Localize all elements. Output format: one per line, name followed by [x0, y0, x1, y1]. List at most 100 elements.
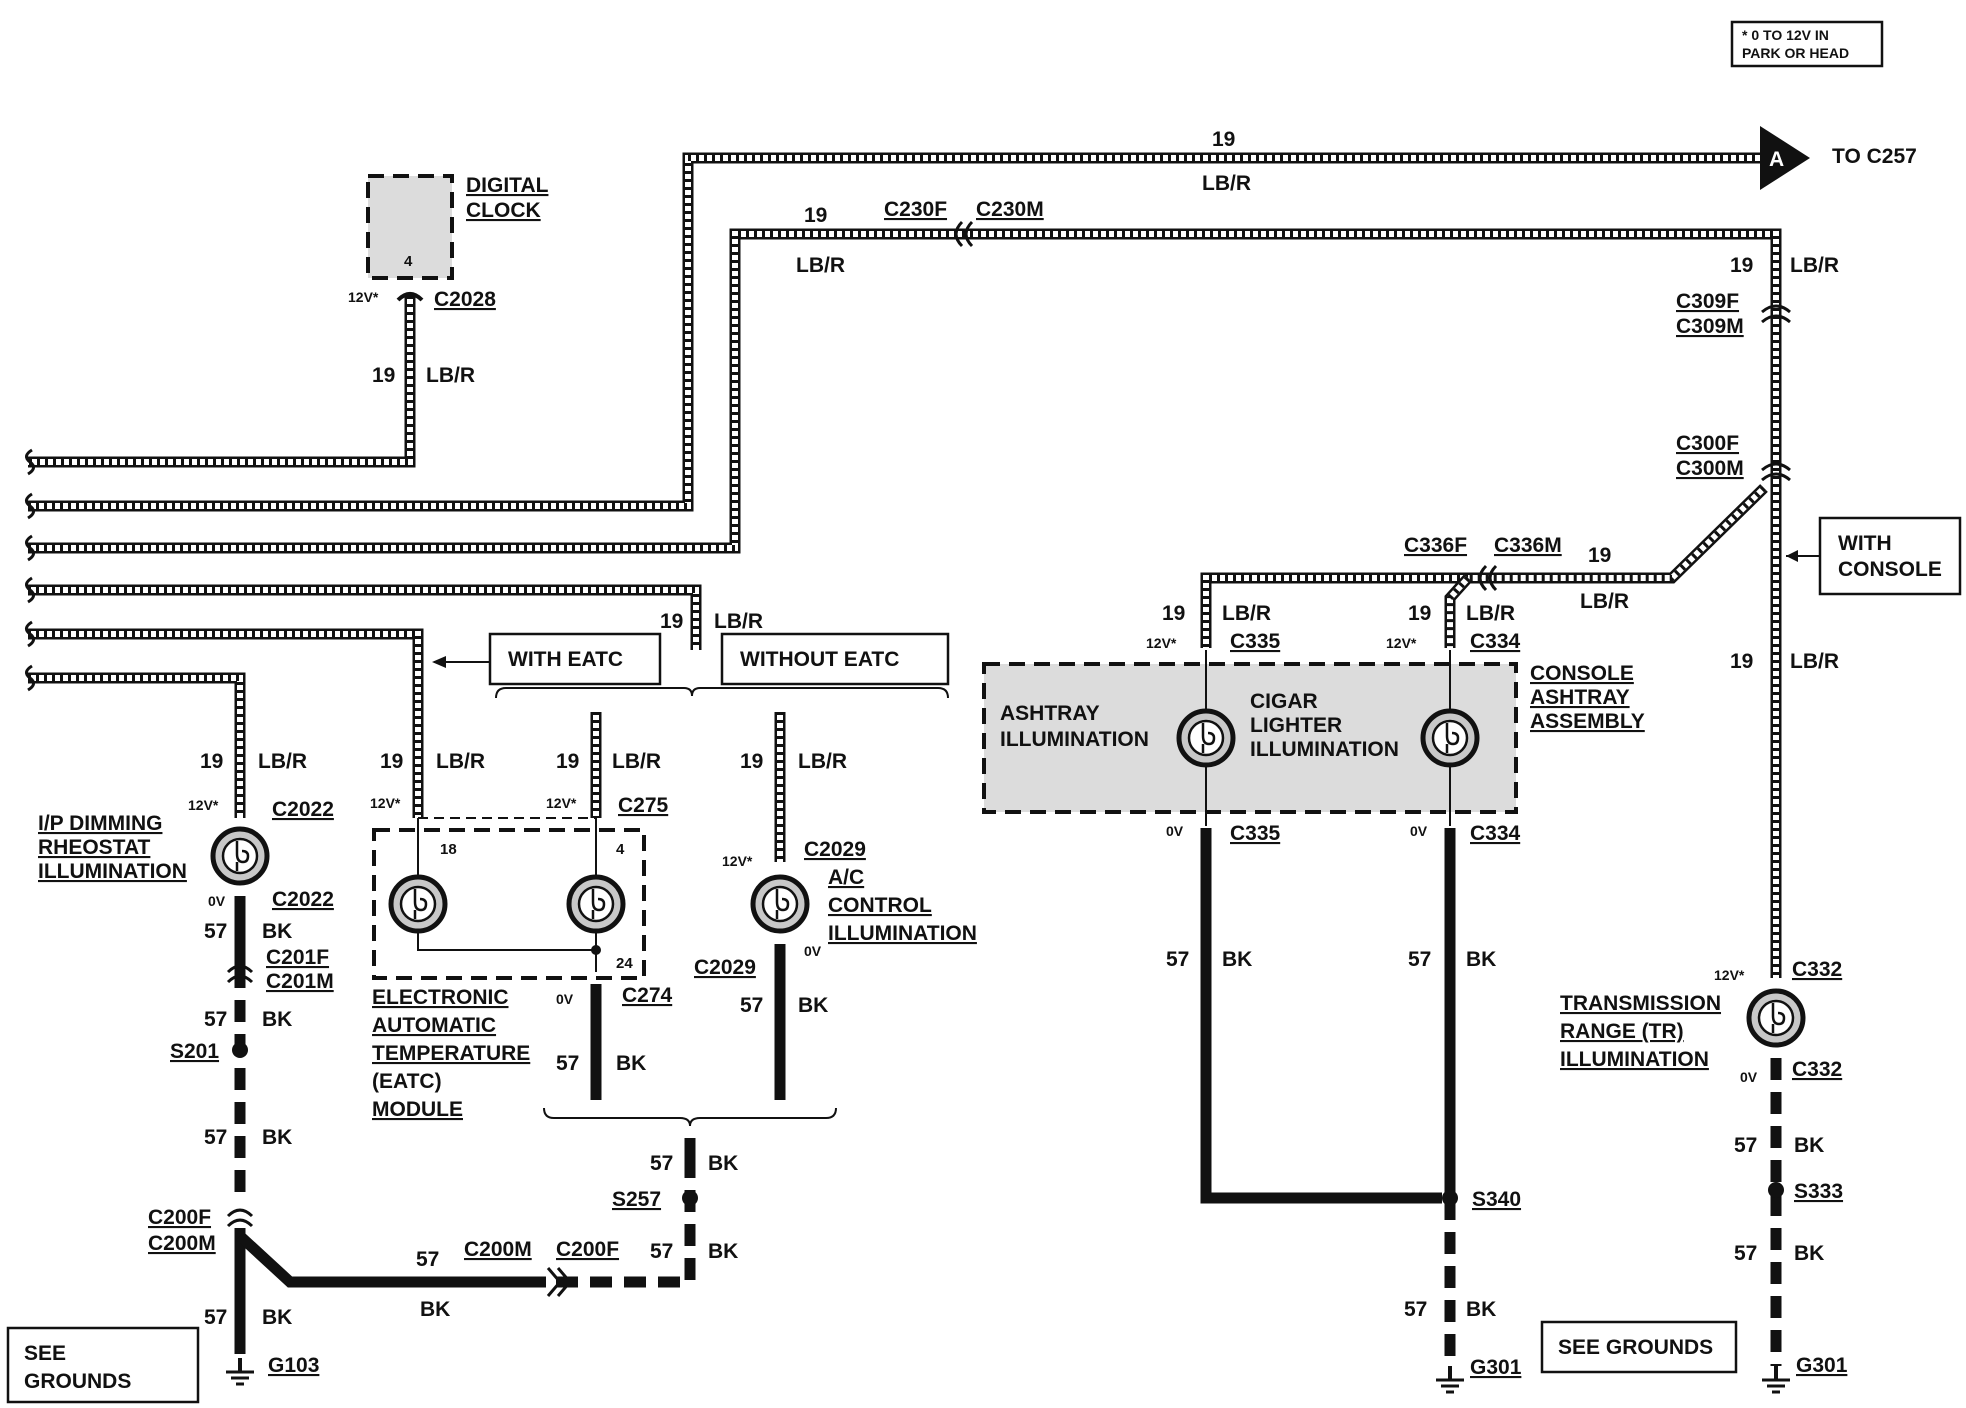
cigar-gnd-circuit: 57 [1408, 948, 1431, 971]
c230-wire-circuit: 19 [804, 204, 827, 227]
connector-c336m: C336M [1494, 534, 1562, 557]
connector-c2028: C2028 [434, 288, 496, 311]
ip-dimming-bulb [213, 829, 267, 883]
console-ashtray-assembly: CONSOLE ASHTRAY ASSEMBLY ASHTRAY ILLUMIN… [982, 650, 1645, 826]
ac-label-1: A/C [828, 866, 864, 889]
eatc-module: 18 4 24 ELECTRONIC AUTOMATIC TEMPERATURE… [372, 817, 646, 1121]
tr-bulb [1749, 991, 1803, 1045]
c334-wire-circuit: 19 [1408, 602, 1431, 625]
eatc18-voltage: 12V* [370, 795, 401, 811]
ip-label-2: RHEOSTAT [38, 836, 151, 859]
see-grounds-left-2: GROUNDS [24, 1370, 131, 1393]
clock-voltage: 12V* [348, 289, 379, 305]
wire-ends-left [25, 448, 35, 692]
ip-gnd-circuit-3: 57 [204, 1126, 227, 1149]
connector-c300m: C300M [1676, 457, 1744, 480]
splice-s201: S201 [170, 1040, 219, 1063]
see-grounds-right-box: SEE GROUNDS [1540, 1320, 1738, 1374]
tr-label-2: RANGE (TR) [1560, 1020, 1684, 1043]
connector-c275: C275 [618, 794, 669, 817]
note-box: * 0 TO 12V IN PARK OR HEAD [1730, 20, 1884, 68]
clock-pin: 4 [404, 253, 413, 270]
c336-wire-circuit: 19 [1588, 544, 1611, 567]
connector-c230f: C230F [884, 198, 947, 221]
eatc-gnd-color: BK [616, 1052, 646, 1075]
connector-c309f: C309F [1676, 290, 1739, 313]
connector-c332-top: C332 [1792, 958, 1842, 981]
tr-label-1: TRANSMISSION [1560, 992, 1721, 1015]
ac-gnd-color: BK [798, 994, 828, 1017]
connector-c230m: C230M [976, 198, 1044, 221]
ip-dimming-rheostat: I/P DIMMING RHEOSTAT ILLUMINATION 19 LB/… [38, 750, 334, 911]
ip-voltage-top: 12V* [188, 797, 219, 813]
c200-wire [236, 1231, 546, 1288]
eatc-option-boxes: WITH EATC WITHOUT EATC [432, 632, 950, 699]
ashtray-ground-wire [1200, 828, 1442, 1204]
c335-voltage: 12V* [1146, 635, 1177, 651]
ac-voltage-bottom: 0V [804, 943, 822, 959]
lbr-wire-network [28, 152, 1782, 978]
eatc-pin-18: 18 [440, 841, 457, 858]
connector-c201m: C201M [266, 970, 334, 993]
connector-c200f-mid: C200F [556, 1238, 619, 1261]
cigar-label-2: LIGHTER [1250, 714, 1342, 737]
clock-wire-color: LB/R [426, 364, 475, 387]
see-grounds-right: SEE GROUNDS [1558, 1336, 1713, 1359]
eatc-wire-circuit: 19 [660, 610, 683, 633]
c332-voltage-top: 12V* [1714, 967, 1745, 983]
s340-gnd-circuit: 57 [1404, 1298, 1427, 1321]
cigar-bulb [1423, 711, 1477, 765]
ip-wire-circuit: 19 [200, 750, 223, 773]
see-grounds-left-1: SEE [24, 1342, 66, 1365]
clock-label-1: DIGITAL [466, 174, 549, 197]
ip-label-3: ILLUMINATION [38, 860, 187, 883]
eatc-bulb-2 [569, 877, 623, 931]
wire-to-eatc-18 [28, 628, 424, 818]
ip-gnd-circuit-2: 57 [204, 1008, 227, 1031]
c275-voltage: 12V* [546, 795, 577, 811]
connector-c334-top: C334 [1470, 630, 1521, 653]
console-label-2: ASHTRAY [1530, 686, 1630, 709]
c335-voltage-bottom: 0V [1166, 823, 1184, 839]
without-eatc-label: WITHOUT EATC [740, 648, 899, 671]
eatc-gnd-circuit: 57 [556, 1052, 579, 1075]
ac-wire-color: LB/R [798, 750, 847, 773]
note-line-1: * 0 TO 12V IN [1742, 27, 1829, 43]
ip-voltage-bottom: 0V [208, 893, 226, 909]
connector-c2022-bottom: C2022 [272, 888, 334, 911]
see-grounds-left-box: SEE GROUNDS [6, 1326, 200, 1404]
eatc-label-3: TEMPERATURE [372, 1042, 530, 1065]
ashtray-bulb [1179, 711, 1233, 765]
ip-wire-color: LB/R [258, 750, 307, 773]
cigar-label-3: ILLUMINATION [1250, 738, 1399, 761]
connector-c200m-left: C200M [148, 1232, 216, 1255]
with-console-box: WITH CONSOLE [1786, 516, 1962, 596]
c334-wire-color: LB/R [1466, 602, 1515, 625]
ip-label-1: I/P DIMMING [38, 812, 162, 835]
c332-voltage-bottom: 0V [1740, 1069, 1758, 1085]
right-wire-circuit-2: 19 [1730, 650, 1753, 673]
arrow-destination: TO C257 [1832, 145, 1917, 168]
ip-gnd-circuit-1: 57 [204, 920, 227, 943]
ground-g103: G103 [268, 1354, 319, 1377]
connector-c274: C274 [622, 984, 673, 1007]
console-label-3: ASSEMBLY [1530, 710, 1645, 733]
c230-wire-color: LB/R [796, 254, 845, 277]
ashtray-label-1: ASHTRAY [1000, 702, 1100, 725]
c200-wire-circuit: 57 [416, 1248, 439, 1271]
clock-label-2: CLOCK [466, 199, 541, 222]
clock-wire-circuit: 19 [372, 364, 395, 387]
ip-gnd-color-3: BK [262, 1126, 292, 1149]
note-line-2: PARK OR HEAD [1742, 45, 1849, 61]
wire-clock [28, 296, 416, 468]
top-wire-circuit: 19 [1212, 128, 1235, 151]
g103-gnd-color: BK [262, 1306, 292, 1329]
arrow-a-to-c257: A TO C257 [1760, 126, 1917, 190]
connector-c2029-top: C2029 [804, 838, 866, 861]
splice-s340: S340 [1472, 1188, 1521, 1211]
eatc18-wire-color: LB/R [436, 750, 485, 773]
ashtray-gnd-color: BK [1222, 948, 1252, 971]
arrow-letter: A [1769, 148, 1784, 171]
ground-g301a: G301 [1470, 1356, 1522, 1379]
eatc-label-1: ELECTRONIC [372, 986, 509, 1009]
